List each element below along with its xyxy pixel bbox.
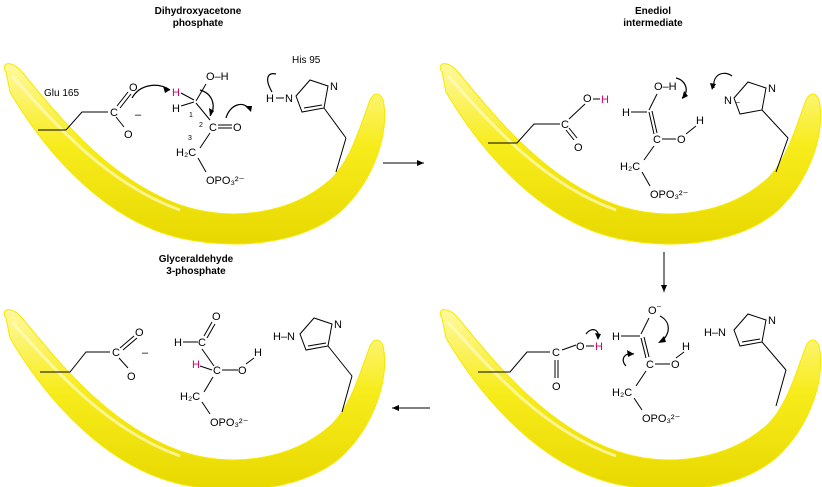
his3-n-2: N <box>768 315 776 327</box>
glu3-o-bottom: O <box>552 381 561 393</box>
dhap-h: H <box>172 103 180 115</box>
title-enediol-1: Enediol <box>635 6 671 17</box>
his-h-1: H <box>266 93 274 105</box>
glu2-c: C <box>561 119 569 131</box>
dhap-o-carbonyl: O <box>233 122 242 134</box>
glu3-o: O <box>576 341 585 353</box>
g3p-h-highlight: H <box>192 359 200 371</box>
ene3-minus: – <box>657 303 661 310</box>
his2-minus: – <box>736 99 740 106</box>
ene3-h2c: H₂C <box>612 387 632 399</box>
g3p-o2: O <box>238 365 247 377</box>
enzyme-backbone-2 <box>438 62 822 246</box>
glu-o-bottom: O <box>124 129 133 141</box>
label-glu165: Glu 165 <box>44 88 79 99</box>
his4-n-2: N <box>334 319 342 331</box>
glu4-o-top: O <box>135 327 144 339</box>
dhap-h2c: H₂C <box>176 147 196 159</box>
carbon-number-2: 2 <box>199 122 203 129</box>
ene3-o2: O <box>671 359 680 371</box>
ene-h: H <box>622 107 630 119</box>
label-his95: His 95 <box>292 55 321 66</box>
ene-o2: O <box>677 134 686 146</box>
his2-n-1: N <box>724 95 732 107</box>
ene-opo3: OPO₃²⁻ <box>650 189 689 201</box>
g3p-h-ald: H <box>174 337 182 349</box>
glu-o-top: O <box>129 82 138 94</box>
glu2-o-top: O <box>583 93 592 105</box>
ene-h2: H <box>696 115 704 127</box>
title-enediol-2: intermediate <box>623 18 683 29</box>
title-g3p-1: Glyceraldehyde <box>159 254 234 265</box>
title-g3p-2: 3-phosphate <box>166 266 226 277</box>
panel-dhap: Glu 165 His 95 C O O – H H 1 O–H 2 C O 3… <box>38 55 347 187</box>
panel-g3p: C O O – H C O H C O H H₂C OPO₃²⁻ H–N N <box>40 311 353 429</box>
dhap-c2: C <box>209 122 217 134</box>
ene-c2: C <box>653 134 661 146</box>
glu4-o-bottom: O <box>127 371 136 383</box>
glu4-c: C <box>112 347 120 359</box>
ene3-o-top: O <box>648 305 657 317</box>
ene3-c2: C <box>646 359 654 371</box>
title-dhap-1: Dihydroxyacetone <box>155 6 242 17</box>
g3p-c1: C <box>198 337 206 349</box>
glu2-o-bottom: O <box>574 142 583 154</box>
carbon-number-1: 1 <box>189 112 193 119</box>
carbon-number-3: 3 <box>188 135 192 142</box>
his-n-2: N <box>330 81 338 93</box>
his4-hn: H–N <box>273 331 295 343</box>
g3p-h2c: H₂C <box>180 391 200 403</box>
his3-hn: H–N <box>704 327 726 339</box>
g3p-h2: H <box>254 347 262 359</box>
ene-oh-top: O–H <box>654 81 677 93</box>
his2-n-2: N <box>768 83 776 95</box>
g3p-c2: C <box>213 365 221 377</box>
glu3-h-highlight: H <box>595 341 603 353</box>
dhap-h-highlight: H <box>172 87 180 99</box>
ene-h2c: H₂C <box>620 161 640 173</box>
dhap-opo3: OPO₃²⁻ <box>206 175 245 187</box>
glu4-minus: – <box>142 347 149 359</box>
g3p-o-ald: O <box>212 311 221 323</box>
ene3-h: H <box>612 331 620 343</box>
glu2-h-highlight: H <box>601 94 609 106</box>
glu3-c: C <box>552 347 560 359</box>
title-dhap-2: phosphate <box>173 18 224 29</box>
panel-enediol: C O H O O–H H C O H H₂C OPO₃²⁻ N – N <box>488 72 789 201</box>
glu-c: C <box>110 107 118 119</box>
his-n-1: N <box>285 93 293 105</box>
reaction-arrows <box>383 160 667 411</box>
panel-enediol-2: C O H O H O – C O H H₂C OPO₃²⁻ H–N N <box>478 303 787 425</box>
dhap-oh: O–H <box>206 71 229 83</box>
ene3-h2: H <box>682 341 690 353</box>
ene3-opo3: OPO₃²⁻ <box>642 413 681 425</box>
glu-minus: – <box>135 109 142 121</box>
g3p-opo3: OPO₃²⁻ <box>210 417 249 429</box>
